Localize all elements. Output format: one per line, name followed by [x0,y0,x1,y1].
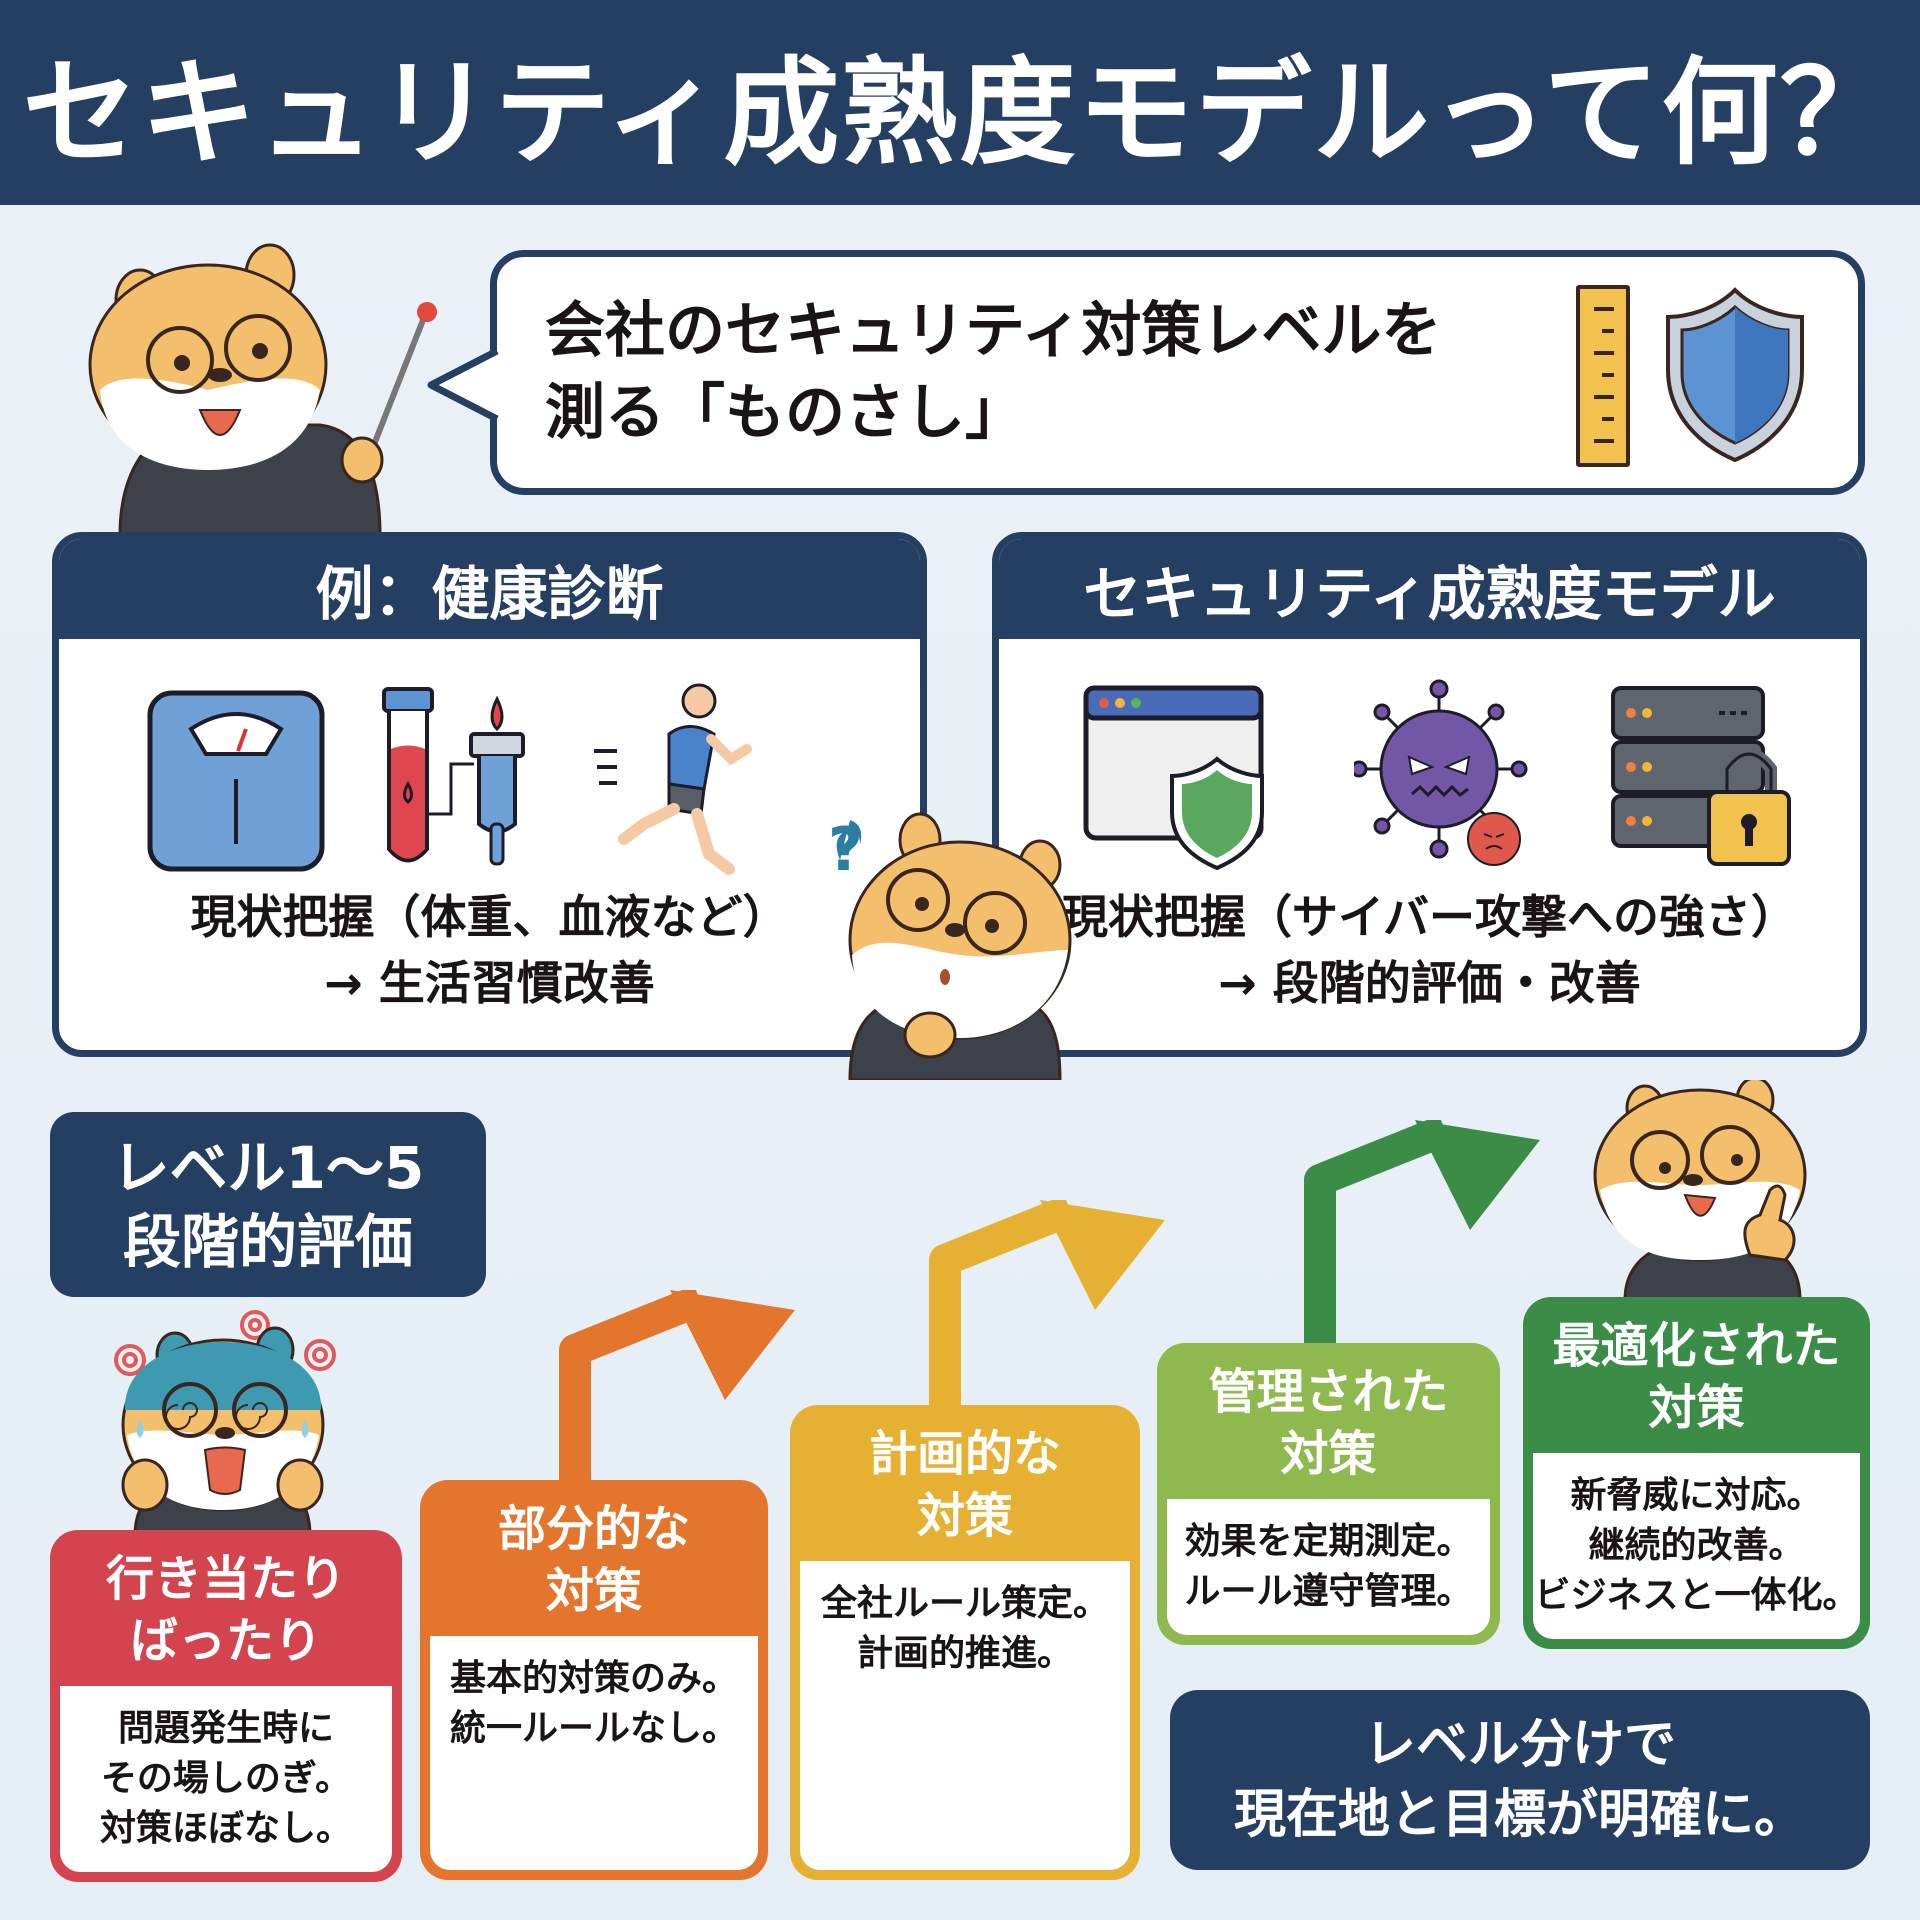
level-1-card: 行き当たり ばったり 問題発生時に その場しのぎ。 対策ほぼなし。 [50,1530,402,1882]
page-title: セキュリティ成熟度モデルって何？ [22,45,1898,181]
level-2-title: 部分的な 対策 [497,1501,690,1619]
level-5-card: 最適化された 対策 新脅威に対応。 継続的改善。 ビジネスと一体化。 [1523,1297,1870,1649]
level-3-description: 全社ルール策定。 計画的推進。 [800,1561,1130,1870]
level-4-title: 管理された 対策 [1208,1364,1449,1482]
level-1-title: 行き当たり ばったり [105,1551,346,1669]
virus-icon [1354,679,1528,866]
runner-icon [594,683,752,875]
maturity-model-card: セキュリティ成熟度モデル [992,532,1867,1057]
mascot-panic-icon [114,1310,336,1535]
intro-text: 会社のセキュリティ対策レベルを 測る「ものさし」 [545,296,1442,448]
server-lock-icon [1611,686,1791,866]
speech-bubble [490,250,1865,495]
arrow-level2-to-3-icon [559,1290,795,1490]
health-check-card: 例：健康診断 現状把握（体重、血液など） → 生活習慣改善 [52,532,927,1057]
level-range-badge: レベル1〜5 段階的評価 [50,1112,486,1297]
speech-bubble-tail [427,347,499,423]
level-1-description: 問題発生時に その場しのぎ。 対策ほぼなし。 [60,1686,392,1872]
health-check-caption: 現状把握（体重、血液など） → 生活習慣改善 [190,890,789,1010]
blood-test-tube-icon [382,687,525,866]
level-5-description: 新脅威に対応。 継続的改善。 ビジネスと一体化。 [1533,1453,1860,1639]
level-2-card: 部分的な 対策 基本的対策のみ。 統一ルールなし。 [420,1480,768,1880]
health-check-heading: 例：健康診断 [59,539,920,639]
header-banner: セキュリティ成熟度モデルって何？ [0,0,1920,205]
level-3-card: 計画的な 対策 全社ルール策定。 計画的推進。 [790,1405,1140,1880]
browser-shield-icon [1083,685,1264,871]
arrow-level3-to-4-icon [929,1200,1165,1410]
level-3-title: 計画的な 対策 [868,1426,1061,1544]
svg-text:?: ? [828,815,863,885]
mascot-thumbs-up-icon [1593,1080,1807,1300]
mascot-pointer-icon [88,243,437,535]
ruler-icon [1576,285,1630,467]
maturity-model-heading: セキュリティ成熟度モデル [999,539,1860,639]
maturity-model-caption: 現状把握（サイバー攻撃への強さ） → 段階的評価・改善 [1061,890,1798,1010]
summary-banner: レベル分けで 現在地と目標が明確に。 [1170,1690,1870,1870]
shield-icon [1666,287,1804,463]
level-5-title: 最適化された 対策 [1552,1318,1841,1436]
level-4-description: 効果を定期測定。 ルール遵守管理。 [1167,1499,1490,1635]
level-4-card: 管理された 対策 効果を定期測定。 ルール遵守管理。 [1157,1343,1500,1645]
level-2-description: 基本的対策のみ。 統一ルールなし。 [430,1636,758,1870]
arrow-level4-to-5-icon [1304,1120,1540,1350]
weight-scale-icon [147,690,325,872]
mascot-thinking-icon: ? [828,812,1072,1080]
